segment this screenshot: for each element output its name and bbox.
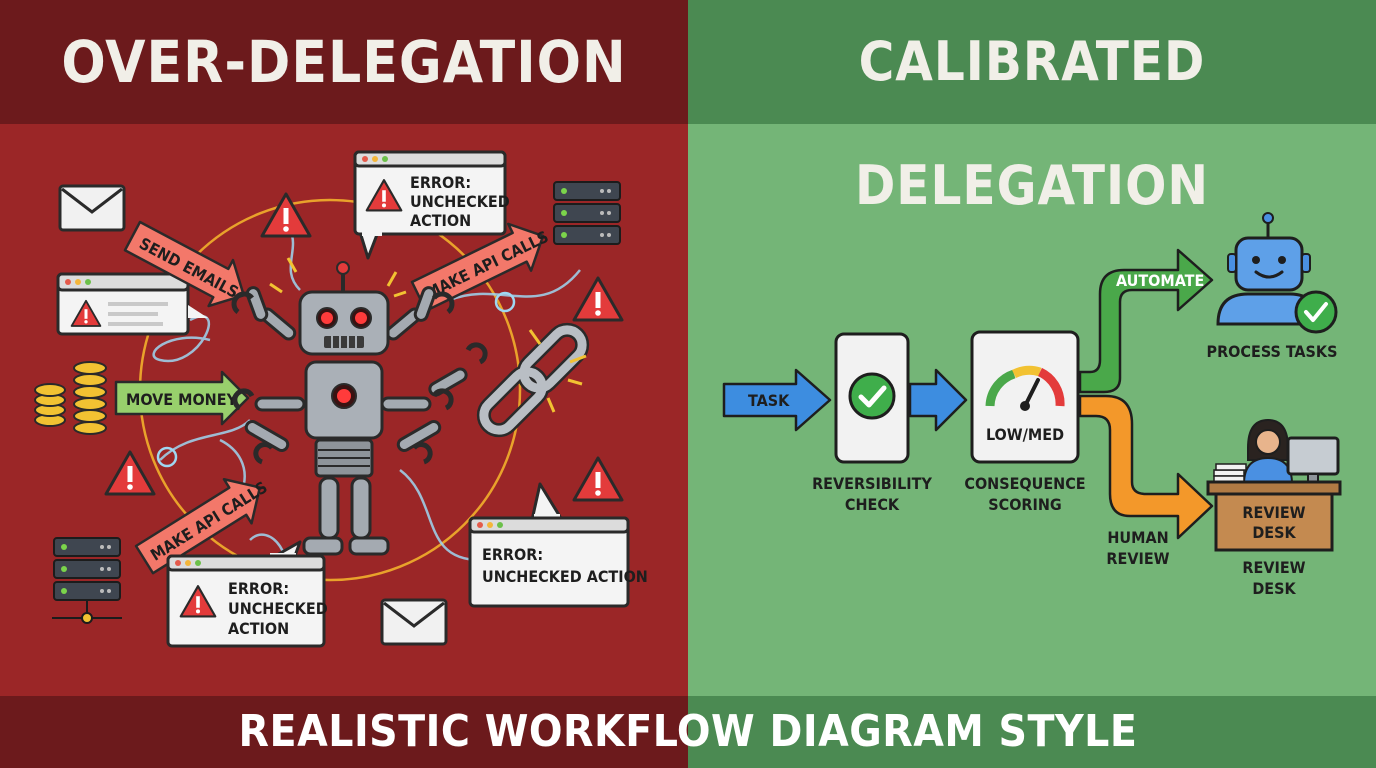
task-label: TASK <box>748 391 790 410</box>
reversibility-check-card <box>834 332 910 464</box>
error-title: ERROR: <box>410 173 471 192</box>
automate-arrow: AUTOMATE <box>1078 248 1214 394</box>
reversibility-label: REVERSIBILITY <box>812 474 932 493</box>
review-desk: REVIEW DESK <box>1206 418 1342 552</box>
server-icon <box>52 537 122 624</box>
gauge-value: LOW/MED <box>986 425 1064 444</box>
review-desk-caption: DESK <box>1252 579 1296 598</box>
error-line: UNCHECKED <box>410 192 510 211</box>
desk-sign-text: DESK <box>1252 523 1296 542</box>
calibrated-delegation-title: CALIBRATED DELEGATION <box>854 30 1210 217</box>
error-title: ERROR: <box>482 545 543 564</box>
over-delegation-header: OVER-DELEGATION <box>0 0 688 124</box>
calibrated-delegation-header: CALIBRATED DELEGATION <box>688 0 1376 217</box>
warning-icon <box>572 276 624 322</box>
warning-icon <box>260 192 312 238</box>
error-title: ERROR: <box>228 579 289 598</box>
review-desk-caption: REVIEW <box>1242 558 1305 577</box>
task-arrow: TASK <box>722 368 832 432</box>
process-tasks-label: PROCESS TASKS <box>1207 342 1338 361</box>
email-icon <box>58 184 126 232</box>
warning-icon <box>104 450 156 496</box>
reversibility-label: CHECK <box>845 495 900 514</box>
email-icon <box>380 598 448 646</box>
consequence-label: CONSEQUENCE <box>964 474 1085 493</box>
chaotic-robot <box>231 261 488 556</box>
move-money-arrow: MOVE MONEY <box>114 370 250 426</box>
error-line: ACTION <box>228 619 289 638</box>
consequence-scoring-card: LOW/MED <box>970 330 1080 464</box>
human-review-arrow <box>1078 394 1214 540</box>
human-review-label: HUMAN <box>1107 528 1168 547</box>
human-review-label: REVIEW <box>1106 549 1169 568</box>
coins-icon <box>34 361 107 435</box>
footer-caption: REALISTIC WORKFLOW DIAGRAM STYLE <box>238 706 1138 757</box>
footer-right-band <box>688 696 1376 768</box>
warning-icon <box>572 456 624 502</box>
error-popup-top: ERROR: UNCHECKED ACTION <box>353 150 510 260</box>
error-popup-bottom-right: ERROR: UNCHECKED ACTION <box>468 482 648 608</box>
browser-alert-window <box>56 272 208 336</box>
move-money-label: MOVE MONEY <box>126 390 238 409</box>
consequence-label: SCORING <box>988 495 1061 514</box>
error-line: UNCHECKED <box>228 599 328 618</box>
server-icon <box>553 181 621 245</box>
flow-arrow <box>908 368 968 432</box>
error-popup-bottom-left: ERROR: UNCHECKED ACTION <box>166 540 328 648</box>
error-line: UNCHECKED ACTION <box>482 567 648 586</box>
automate-label: AUTOMATE <box>1116 271 1204 290</box>
spark-icon <box>269 257 407 298</box>
desk-sign-text: REVIEW <box>1242 503 1305 522</box>
over-delegation-title: OVER-DELEGATION <box>61 28 627 96</box>
error-line: ACTION <box>410 211 471 230</box>
footer-left-band <box>0 696 688 768</box>
spark-icon <box>528 329 587 413</box>
friendly-robot <box>1216 212 1338 334</box>
